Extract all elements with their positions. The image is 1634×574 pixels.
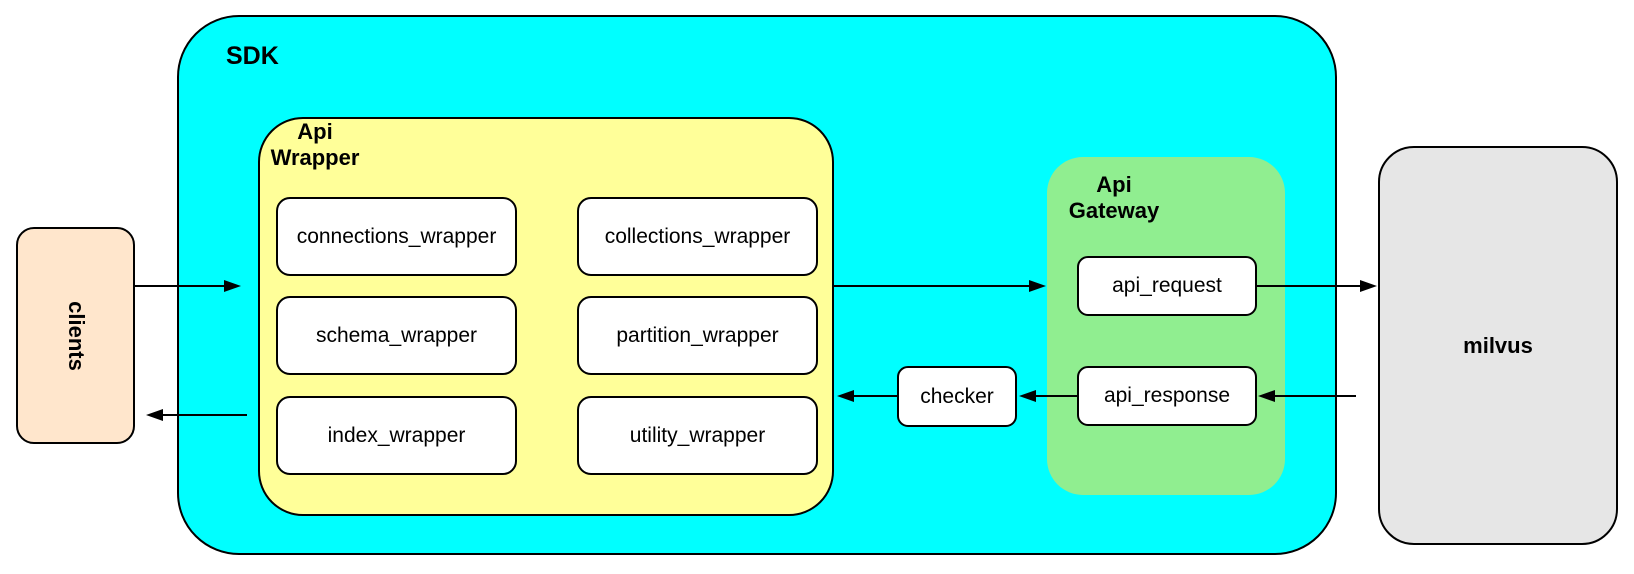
api-gateway-label-line2: Gateway (1068, 198, 1160, 223)
schema-wrapper-node: schema_wrapper (276, 296, 517, 375)
api-request-node: api_request (1077, 256, 1257, 316)
clients-label: clients (63, 300, 89, 371)
milvus-node: milvus (1378, 146, 1618, 545)
collections-wrapper-node: collections_wrapper (577, 197, 818, 276)
sdk-label: SDK (226, 42, 279, 70)
milvus-label: milvus (1463, 332, 1533, 358)
utility-wrapper-node: utility_wrapper (577, 396, 818, 475)
api-gateway-label-line1: Api (1096, 172, 1132, 197)
api-gateway-container (1047, 157, 1285, 495)
checker-node: checker (897, 366, 1017, 427)
api-wrapper-label-line1: Api (297, 119, 333, 144)
api-wrapper-label-line2: Wrapper (270, 145, 360, 170)
clients-node: clients (16, 227, 135, 444)
partition-wrapper-node: partition_wrapper (577, 296, 818, 375)
connections-wrapper-node: connections_wrapper (276, 197, 517, 276)
index-wrapper-node: index_wrapper (276, 396, 517, 475)
api-response-node: api_response (1077, 366, 1257, 426)
